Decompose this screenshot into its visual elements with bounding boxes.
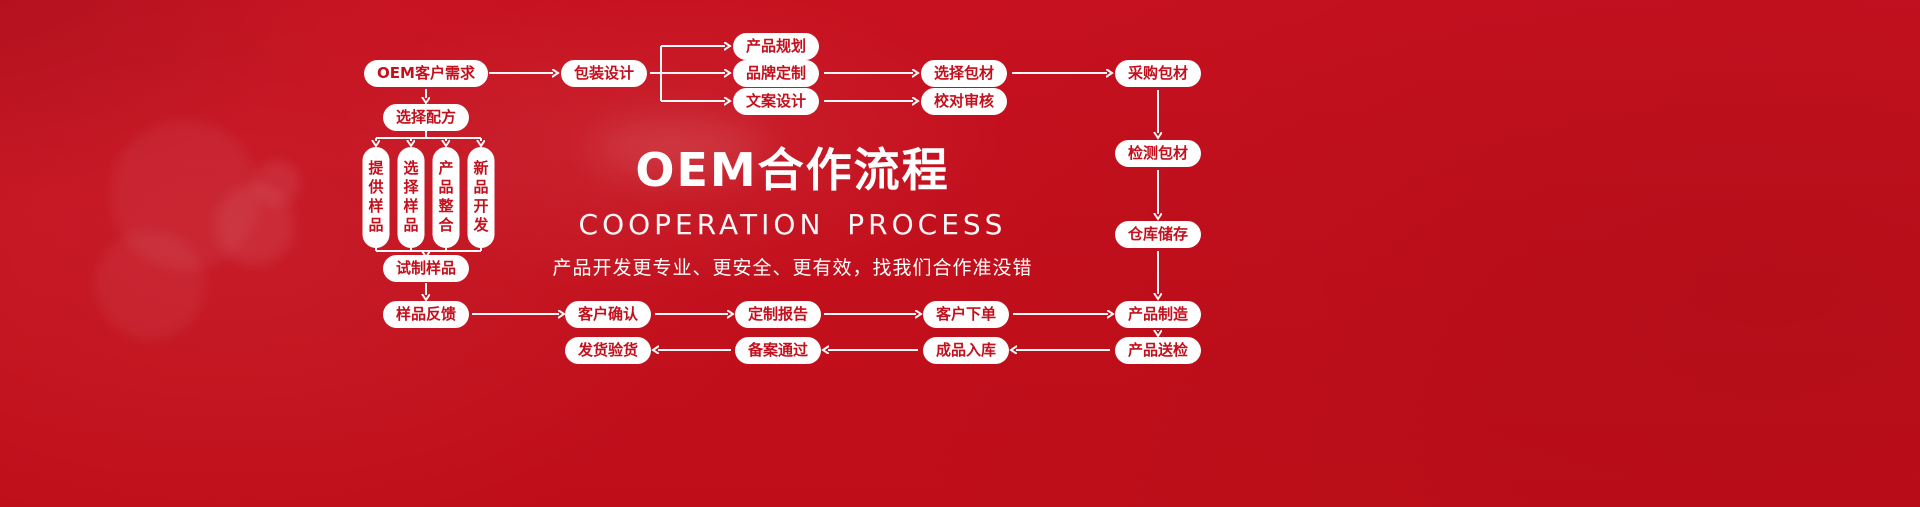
node-copy-design: 文案设计	[732, 88, 820, 115]
node-sample-feedback: 样品反馈	[382, 301, 470, 328]
node-choose-sample: 选择样品	[397, 147, 425, 248]
node-brand-customization: 品牌定制	[732, 60, 820, 87]
node-custom-report: 定制报告	[734, 301, 822, 328]
node-warehouse-storage: 仓库储存	[1114, 221, 1202, 248]
node-product-manufacture: 产品制造	[1114, 301, 1202, 328]
node-select-formula: 选择配方	[382, 104, 470, 131]
node-customer-confirm: 客户确认	[564, 301, 652, 328]
node-oem-demand: OEM客户需求	[364, 60, 488, 87]
node-customer-order: 客户下单	[922, 301, 1010, 328]
banner-title: OEM合作流程	[635, 143, 950, 197]
node-trial-sample: 试制样品	[382, 255, 470, 282]
node-select-material: 选择包材	[920, 60, 1008, 87]
bokeh-light	[95, 230, 205, 340]
banner-tagline: 产品开发更专业、更安全、更有效，找我们合作准没错	[552, 257, 1033, 279]
bokeh-light	[255, 160, 300, 205]
node-product-planning: 产品规划	[732, 33, 820, 60]
node-product-integration: 产品整合	[432, 147, 460, 248]
node-finished-storage: 成品入库	[922, 337, 1010, 364]
bokeh-light	[215, 185, 295, 265]
node-record-pass: 备案通过	[734, 337, 822, 364]
node-ship-inspect: 发货验货	[564, 337, 652, 364]
bokeh-light	[110, 120, 260, 270]
node-new-product-dev: 新品开发	[467, 147, 495, 248]
banner-subtitle: COOPERATION PROCESS	[578, 208, 1007, 241]
headline-block: OEM合作流程 COOPERATION PROCESS 产品开发更专业、更安全、…	[500, 134, 1085, 280]
node-proofread-review: 校对审核	[920, 88, 1008, 115]
node-package-design: 包装设计	[560, 60, 648, 87]
node-product-inspection: 产品送检	[1114, 337, 1202, 364]
node-provide-sample: 提供样品	[362, 147, 390, 248]
brush-highlight	[590, 118, 770, 178]
node-inspect-material: 检测包材	[1114, 140, 1202, 167]
node-purchase-material: 采购包材	[1114, 60, 1202, 87]
